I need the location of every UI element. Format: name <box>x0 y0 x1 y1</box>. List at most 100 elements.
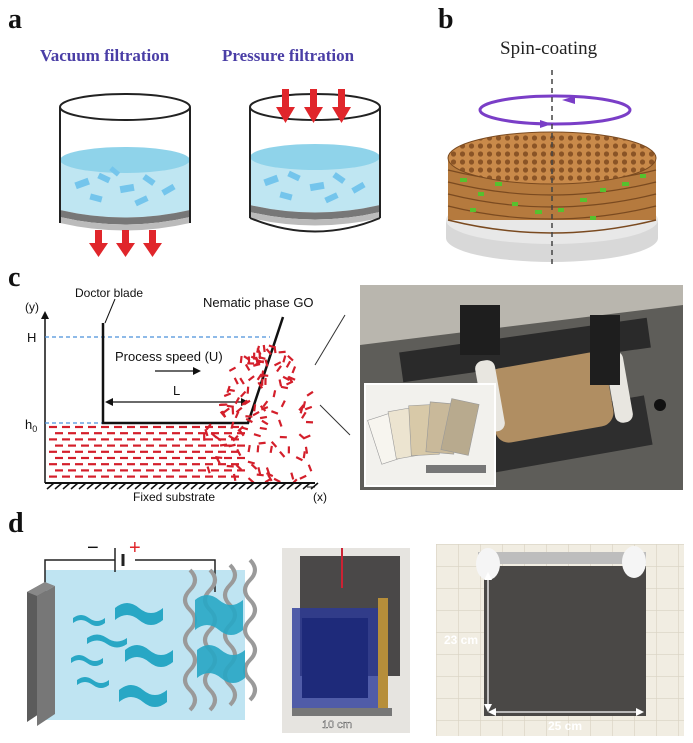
random-flake <box>256 473 264 477</box>
random-flake <box>280 400 286 408</box>
random-flake <box>234 411 240 419</box>
random-flake <box>206 466 211 474</box>
random-flake <box>278 379 283 387</box>
random-flake <box>234 396 240 405</box>
substrate-hatch <box>46 482 55 490</box>
random-flake <box>244 363 251 371</box>
random-flake <box>306 390 314 397</box>
random-flake <box>219 443 228 447</box>
random-flake <box>262 400 269 408</box>
substrate-hatch <box>222 482 231 490</box>
random-flake <box>228 443 236 448</box>
random-flake <box>278 350 286 354</box>
random-flake <box>261 374 269 377</box>
random-flake <box>233 377 239 385</box>
substrate-hatch <box>262 482 271 490</box>
film-samples-inset <box>364 383 496 487</box>
substrate-hatch <box>190 482 199 490</box>
substrate-hatch <box>118 482 127 490</box>
random-flake <box>243 399 251 406</box>
substrate-hatch <box>302 482 311 490</box>
random-flake <box>253 433 261 438</box>
random-flake <box>215 456 221 464</box>
random-flake <box>303 434 311 440</box>
random-flake <box>302 401 307 409</box>
spin-coating-caption: Spin-coating <box>500 38 598 59</box>
electrophoretic-deposition-diagram: − + <box>27 537 257 726</box>
random-flake <box>239 355 243 364</box>
random-flake <box>253 363 261 367</box>
substrate-hatch <box>94 482 103 490</box>
random-flake <box>269 445 273 453</box>
random-flake <box>247 444 251 453</box>
substrate-hatch <box>78 482 87 490</box>
random-flake <box>245 417 253 424</box>
substrate-hatch <box>62 482 71 490</box>
substrate-hatch <box>174 482 183 490</box>
height-dimension-label: 23 cm <box>444 633 478 647</box>
random-flake <box>250 463 258 470</box>
panel-label-d: d <box>8 508 24 539</box>
random-flake <box>256 345 261 353</box>
substrate-hatch <box>134 482 143 490</box>
random-flake <box>307 464 313 472</box>
random-flake <box>239 377 245 385</box>
random-flake <box>223 407 230 414</box>
random-flake <box>256 445 260 453</box>
random-flake <box>232 473 237 482</box>
random-flake <box>279 450 286 458</box>
random-flake <box>205 423 212 431</box>
random-flake <box>304 405 313 411</box>
random-flake <box>270 441 278 448</box>
random-flake <box>204 428 209 437</box>
random-flake <box>257 381 264 389</box>
panel-label-c: c <box>8 262 21 293</box>
substrate-hatch <box>86 482 95 490</box>
random-flake <box>259 415 268 420</box>
random-flake <box>238 429 245 437</box>
panel-label-b: b <box>438 4 454 35</box>
random-flake <box>255 356 259 364</box>
nematic-label: Nematic phase GO <box>203 295 314 310</box>
random-flake <box>287 375 294 383</box>
random-flake <box>282 375 290 382</box>
random-flake <box>298 433 306 440</box>
random-flake <box>264 359 269 367</box>
random-flake <box>265 348 272 355</box>
random-flake <box>218 403 227 407</box>
panel-label-a: a <box>8 4 22 35</box>
y-axis-label: (y) <box>25 300 39 314</box>
random-flake <box>276 365 282 373</box>
substrate-hatch <box>70 482 79 490</box>
process-speed-label: Process speed (U) <box>115 349 223 364</box>
random-flake <box>236 448 242 457</box>
plus-sign: + <box>129 537 141 559</box>
random-flake <box>223 392 232 398</box>
substrate-hatch <box>214 482 223 490</box>
random-flake <box>256 359 265 364</box>
random-flake <box>226 464 234 468</box>
random-flake <box>214 435 222 442</box>
random-flake <box>278 419 283 427</box>
random-flake <box>235 406 243 414</box>
random-flake <box>261 419 269 426</box>
minus-sign: − <box>87 537 99 559</box>
substrate-hatch <box>126 482 135 490</box>
random-flake <box>265 472 274 478</box>
substrate-hatch <box>110 482 119 490</box>
random-flake <box>260 406 269 411</box>
random-flake <box>268 344 276 349</box>
random-flake <box>259 426 267 431</box>
random-flake <box>241 399 249 406</box>
random-flake <box>299 474 307 480</box>
random-flake <box>272 390 277 398</box>
pressure-filtration-caption: Pressure filtration <box>222 46 355 65</box>
random-flake <box>228 366 237 372</box>
width-dimension-label: 25 cm <box>548 719 582 733</box>
x-axis-label: (x) <box>313 490 327 504</box>
random-flake <box>240 426 249 431</box>
substrate-hatch <box>286 482 295 490</box>
h-label: H <box>27 330 36 345</box>
random-flake <box>280 385 289 390</box>
